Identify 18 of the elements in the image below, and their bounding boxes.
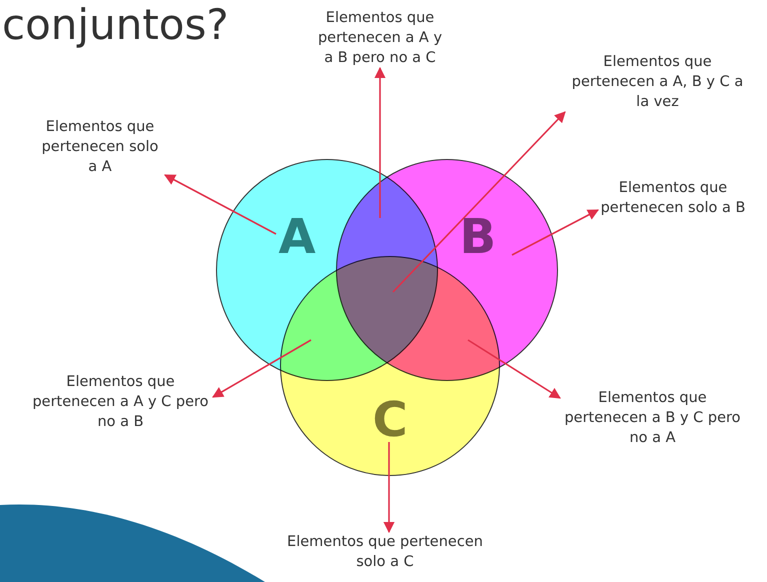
set-letter: A	[278, 213, 316, 261]
region-description: Elementos que pertenecen a A, B y C a la vez	[565, 52, 750, 112]
region-description: Elementos que pertenecen solo a B	[598, 178, 748, 218]
leader-arrow	[164, 174, 276, 235]
region-description: Elementos que pertenecen solo a A	[35, 117, 165, 177]
region-description: Elementos que pertenecen a A y a B pero no a C	[315, 8, 445, 68]
leader-arrow	[374, 66, 386, 218]
leader-arrow	[512, 209, 599, 256]
region-description: Elementos que pertenecen solo a C	[280, 532, 490, 572]
slide-title: conjuntos?	[2, 0, 229, 50]
leader-arrow	[212, 339, 312, 398]
set-letter: C	[372, 396, 408, 444]
leader-arrow	[392, 111, 566, 293]
region-description: Elementos que pertenecen a A y C pero no a B	[28, 372, 213, 432]
leader-arrow	[468, 339, 561, 399]
region-description: Elementos que pertenecen a B y C pero no a A	[560, 388, 745, 448]
leader-arrow	[383, 442, 395, 534]
set-letter: B	[460, 213, 496, 261]
